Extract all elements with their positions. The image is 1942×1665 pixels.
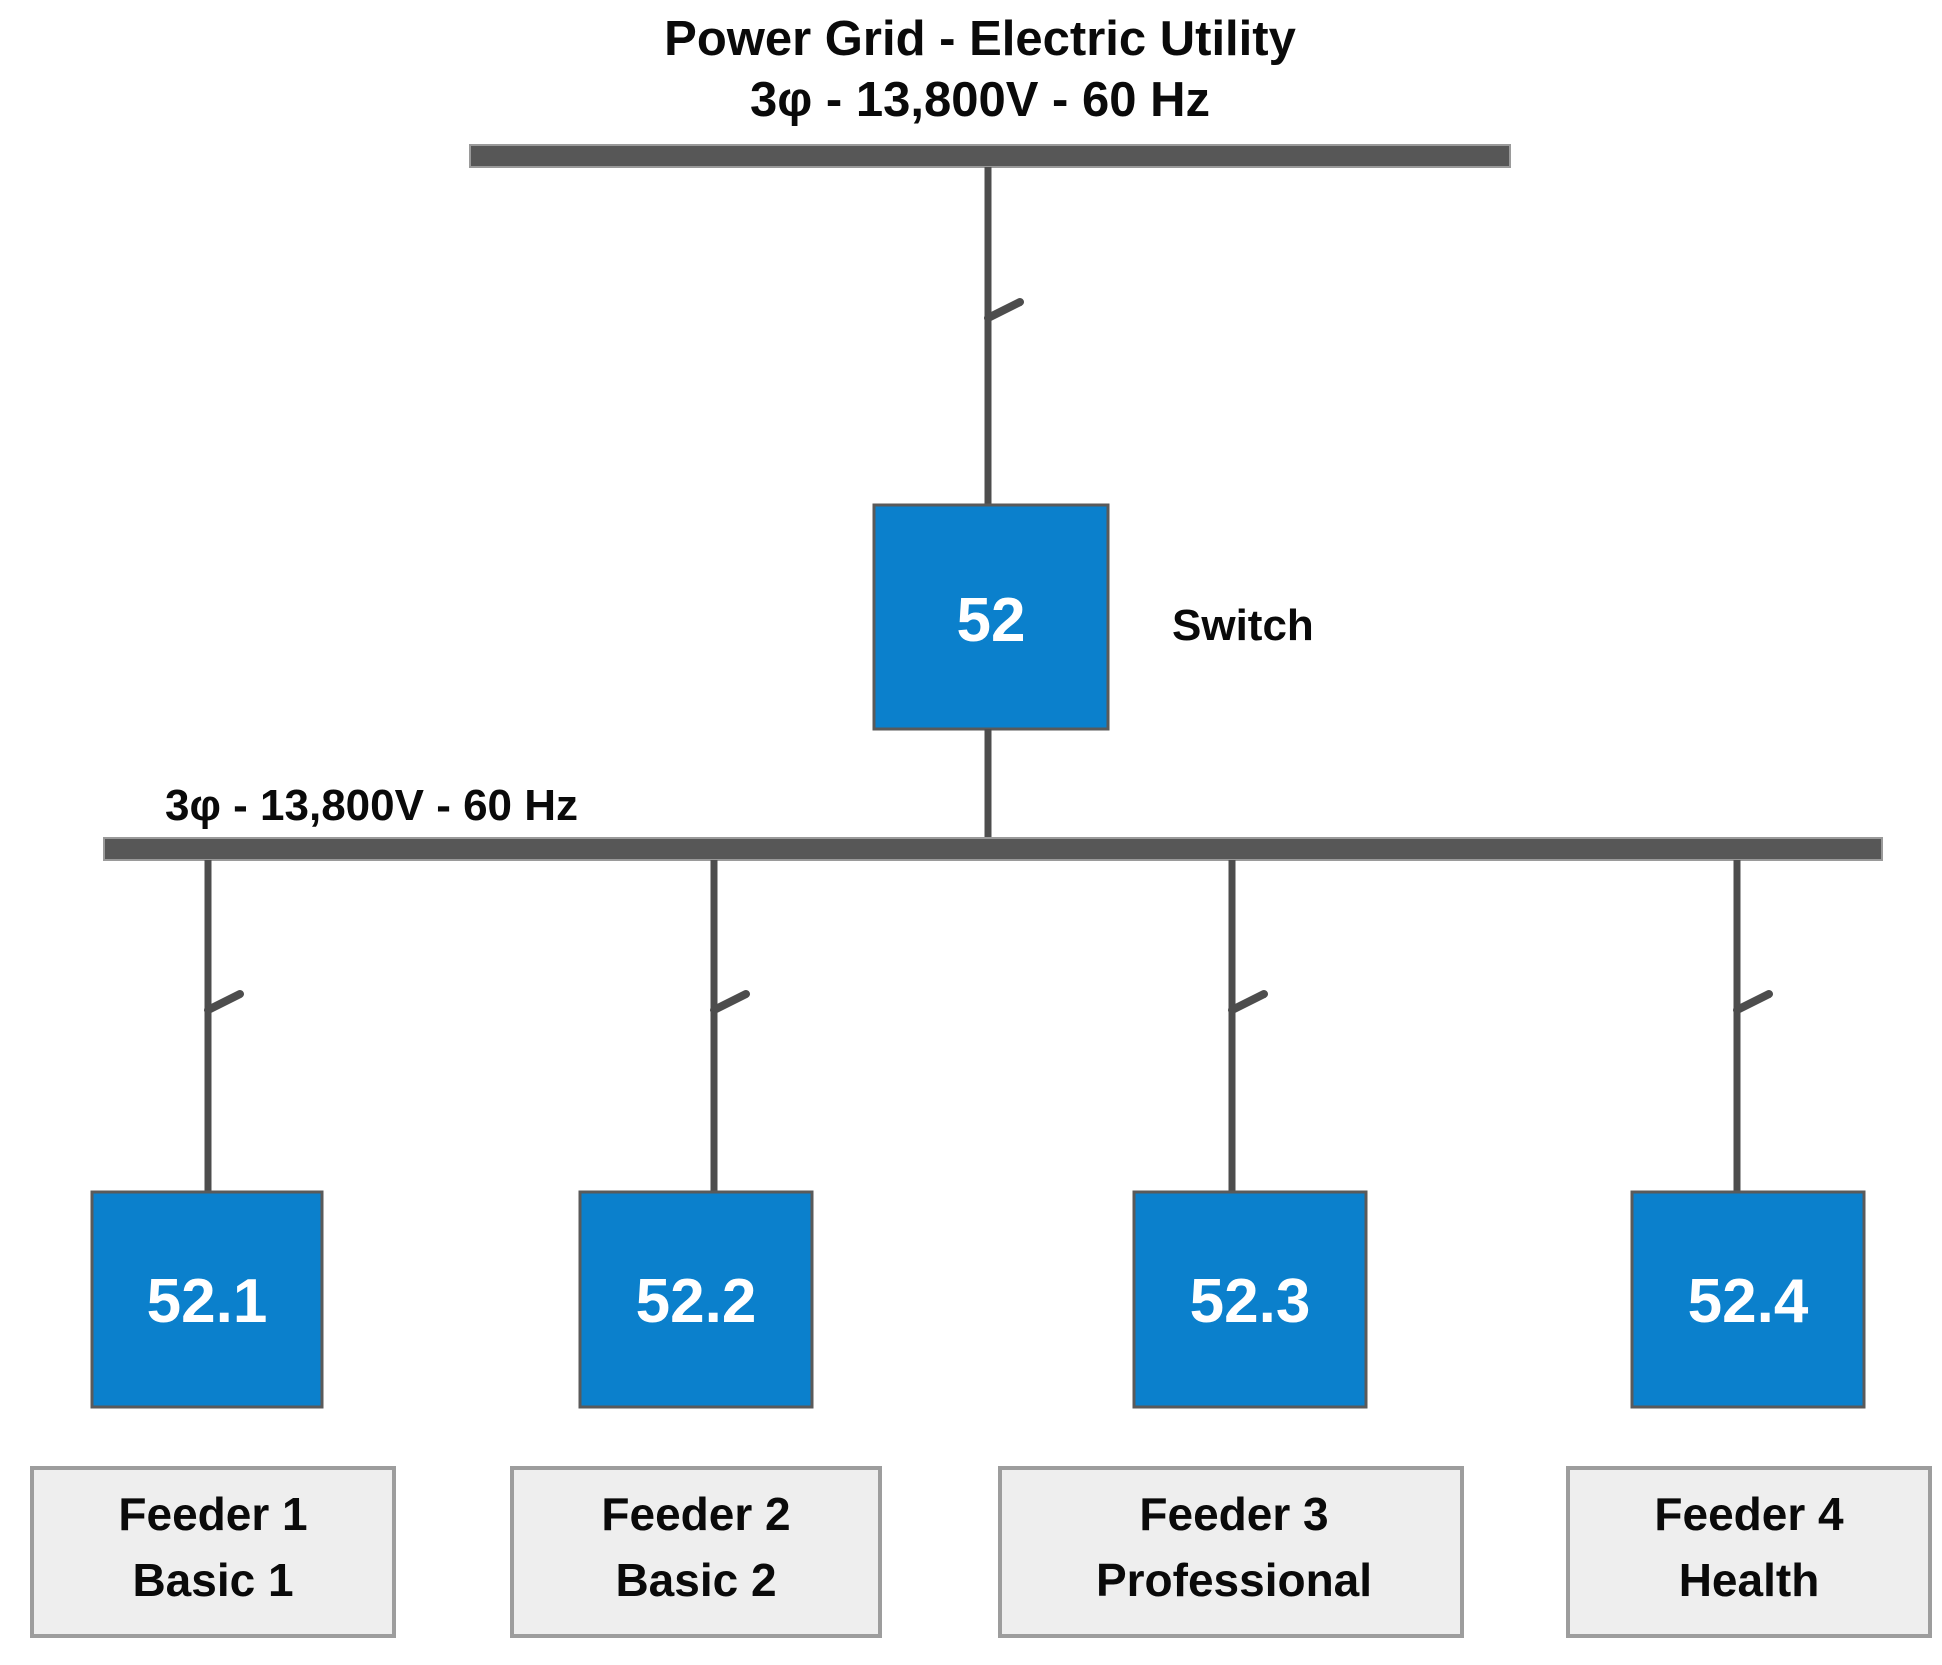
feeder-2-label-box[interactable] — [510, 1466, 882, 1638]
feeder-1-breaker-label: 52.1 — [147, 1267, 268, 1336]
feeder-1-name-line2: Basic 1 — [132, 1554, 293, 1606]
feeder-4-label-box[interactable] — [1566, 1466, 1932, 1638]
feeder-2-disconnect-blade — [710, 990, 750, 1014]
main-breaker-label: 52 — [957, 586, 1026, 655]
distribution-bus — [103, 837, 1883, 861]
feeder-1-disconnect-blade — [204, 990, 244, 1014]
feeder-4-disconnect-blade — [1733, 990, 1773, 1014]
feeder-1-name-line1: Feeder 1 — [118, 1488, 307, 1540]
diagram-title-line2: 3φ - 13,800V - 60 Hz — [750, 73, 1210, 127]
feeder-3-name-line2: Professional — [1096, 1554, 1372, 1606]
feeder-4-breaker-box[interactable] — [1630, 1190, 1866, 1409]
feeder-4-name-line2: Health — [1679, 1554, 1820, 1606]
feeder-4-name-line1: Feeder 4 — [1654, 1488, 1844, 1540]
feeder-3-breaker-box[interactable] — [1132, 1190, 1368, 1409]
feeder-2-name-line2: Basic 2 — [615, 1554, 776, 1606]
utility-bus — [469, 144, 1511, 168]
feeder-2-breaker-label: 52.2 — [636, 1267, 757, 1336]
feeder-3-name-line1: Feeder 3 — [1139, 1488, 1328, 1540]
feeder-2-name-line1: Feeder 2 — [601, 1488, 790, 1540]
main-breaker-box[interactable] — [872, 503, 1110, 731]
main-disconnect-blade — [984, 298, 1024, 322]
distribution-bus-label: 3φ - 13,800V - 60 Hz — [165, 781, 578, 830]
diagram-title-line1: Power Grid - Electric Utility — [664, 12, 1296, 66]
feeder-3-label-box[interactable] — [998, 1466, 1464, 1638]
feeder-1-label-box[interactable] — [30, 1466, 396, 1638]
feeder-1-breaker-box[interactable] — [90, 1190, 324, 1409]
feeder-2-breaker-box[interactable] — [578, 1190, 814, 1409]
main-breaker-annotation: Switch — [1172, 601, 1314, 650]
feeder-3-disconnect-blade — [1228, 990, 1268, 1014]
feeder-4-breaker-label: 52.4 — [1688, 1267, 1809, 1336]
feeder-3-breaker-label: 52.3 — [1190, 1267, 1311, 1336]
